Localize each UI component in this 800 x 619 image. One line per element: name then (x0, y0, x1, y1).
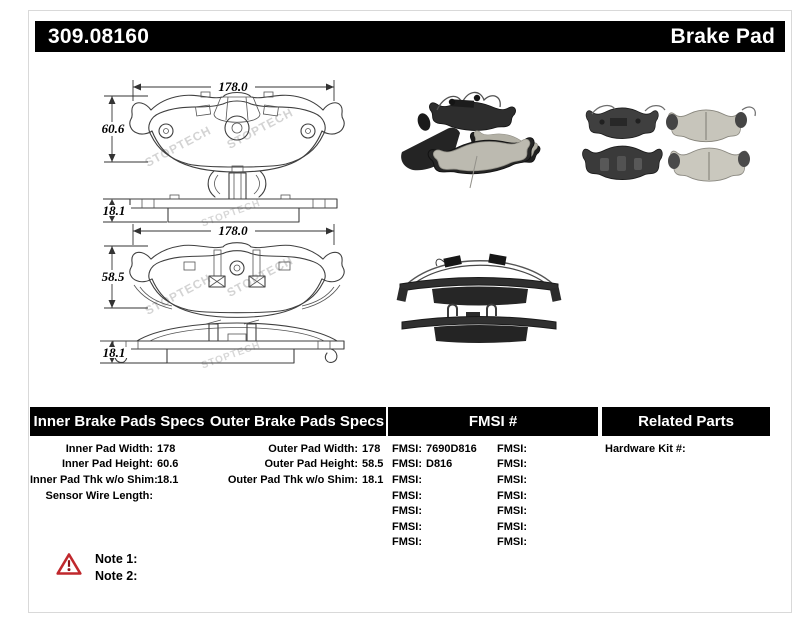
fmsi-row: FMSI: (392, 489, 422, 502)
outer-pad-drawing: STOPTECH STOPTECH STOPTECH 178.0 58.5 (95, 223, 345, 372)
outer-thickness-dimension: 18.1 (103, 345, 126, 360)
inner-specs-header: Inner Brake Pads Specs (33, 413, 205, 430)
inner-specs-table: Inner Pad Width:178 Inner Pad Height:60.… (30, 441, 178, 503)
fmsi-row: FMSI: (497, 489, 527, 502)
spec-row: Outer Pad Height:58.5 (264, 458, 384, 471)
inner-pad-drawing: STOPTECH STOPTECH STOPTECH 178.0 60.6 (95, 79, 345, 229)
fmsi-row: FMSI: (392, 536, 422, 549)
svg-text:STOPTECH: STOPTECH (200, 340, 262, 372)
fmsi-row: FMSI: (392, 473, 422, 486)
fmsi-row: FMSI: (497, 505, 527, 518)
spec-row: Outer Pad Width:178 (268, 442, 381, 455)
spec-row: Outer Pad Thk w/o Shim:18.1 (227, 473, 384, 486)
inner-thickness-dimension: 18.1 (103, 203, 126, 218)
spec-row: Sensor Wire Length: (45, 489, 153, 502)
pads-grid-photo (582, 104, 756, 182)
fmsi-row: FMSI: (392, 505, 422, 518)
pad-edge-clip-photo (401, 303, 557, 343)
svg-text:STOPTECH: STOPTECH (143, 123, 214, 170)
technical-drawings-svg: STOPTECH STOPTECH STOPTECH 178.0 60.6 (95, 79, 345, 372)
spec-row: Inner Pad Width:178 (65, 442, 176, 455)
note-2-label: Note 2: (95, 568, 138, 583)
fmsi-header: FMSI # (388, 407, 598, 436)
related-parts-table: Hardware Kit #: (605, 441, 690, 457)
fmsi-row: FMSI: (392, 520, 422, 533)
part-number: 309.08160 (48, 24, 150, 48)
outer-width-dimension: 178.0 (218, 223, 248, 238)
fmsi-row: FMSI: (497, 536, 527, 549)
product-title: Brake Pad (670, 24, 775, 48)
inner-height-dimension: 60.6 (102, 121, 125, 136)
fmsi-column-2: FMSI: FMSI: FMSI: FMSI: FMSI: FMSI: FMSI… (497, 441, 531, 550)
pads-angled-photo (401, 91, 542, 189)
fmsi-row: FMSI: (497, 458, 527, 471)
warning-icon (56, 553, 82, 575)
svg-text:STOPTECH: STOPTECH (225, 105, 296, 152)
notes: Note 1: Note 2: (95, 552, 137, 585)
specs-header-bar: Inner Brake Pads Specs Outer Brake Pads … (30, 407, 386, 436)
spec-row: Inner Pad Thk w/o Shim:18.1 (30, 473, 179, 486)
fmsi-row: FMSI:7690D816 (392, 442, 477, 455)
related-row: Hardware Kit #: (605, 442, 686, 455)
fmsi-row: FMSI: (497, 473, 527, 486)
product-photos-svg (396, 91, 756, 343)
fmsi-column-1: FMSI:7690D816 FMSI:D816 FMSI: FMSI: FMSI… (392, 441, 477, 550)
outer-height-dimension: 58.5 (102, 269, 125, 284)
inner-width-dimension: 178.0 (218, 79, 248, 94)
part-number-bar: 309.08160 Brake Pad (35, 21, 785, 52)
pad-edge-sensor-photo (396, 253, 562, 306)
spec-row: Inner Pad Height:60.6 (61, 458, 179, 471)
fmsi-row: FMSI: (497, 520, 527, 533)
fmsi-row: FMSI: (497, 442, 527, 455)
svg-text:STOPTECH: STOPTECH (143, 271, 214, 318)
fmsi-row: FMSI:D816 (392, 458, 453, 471)
related-parts-header: Related Parts (602, 407, 770, 436)
outer-specs-header: Outer Brake Pads Specs (209, 413, 385, 430)
outer-specs-table: Outer Pad Width:178 Outer Pad Height:58.… (210, 441, 384, 488)
note-1-label: Note 1: (95, 552, 138, 566)
